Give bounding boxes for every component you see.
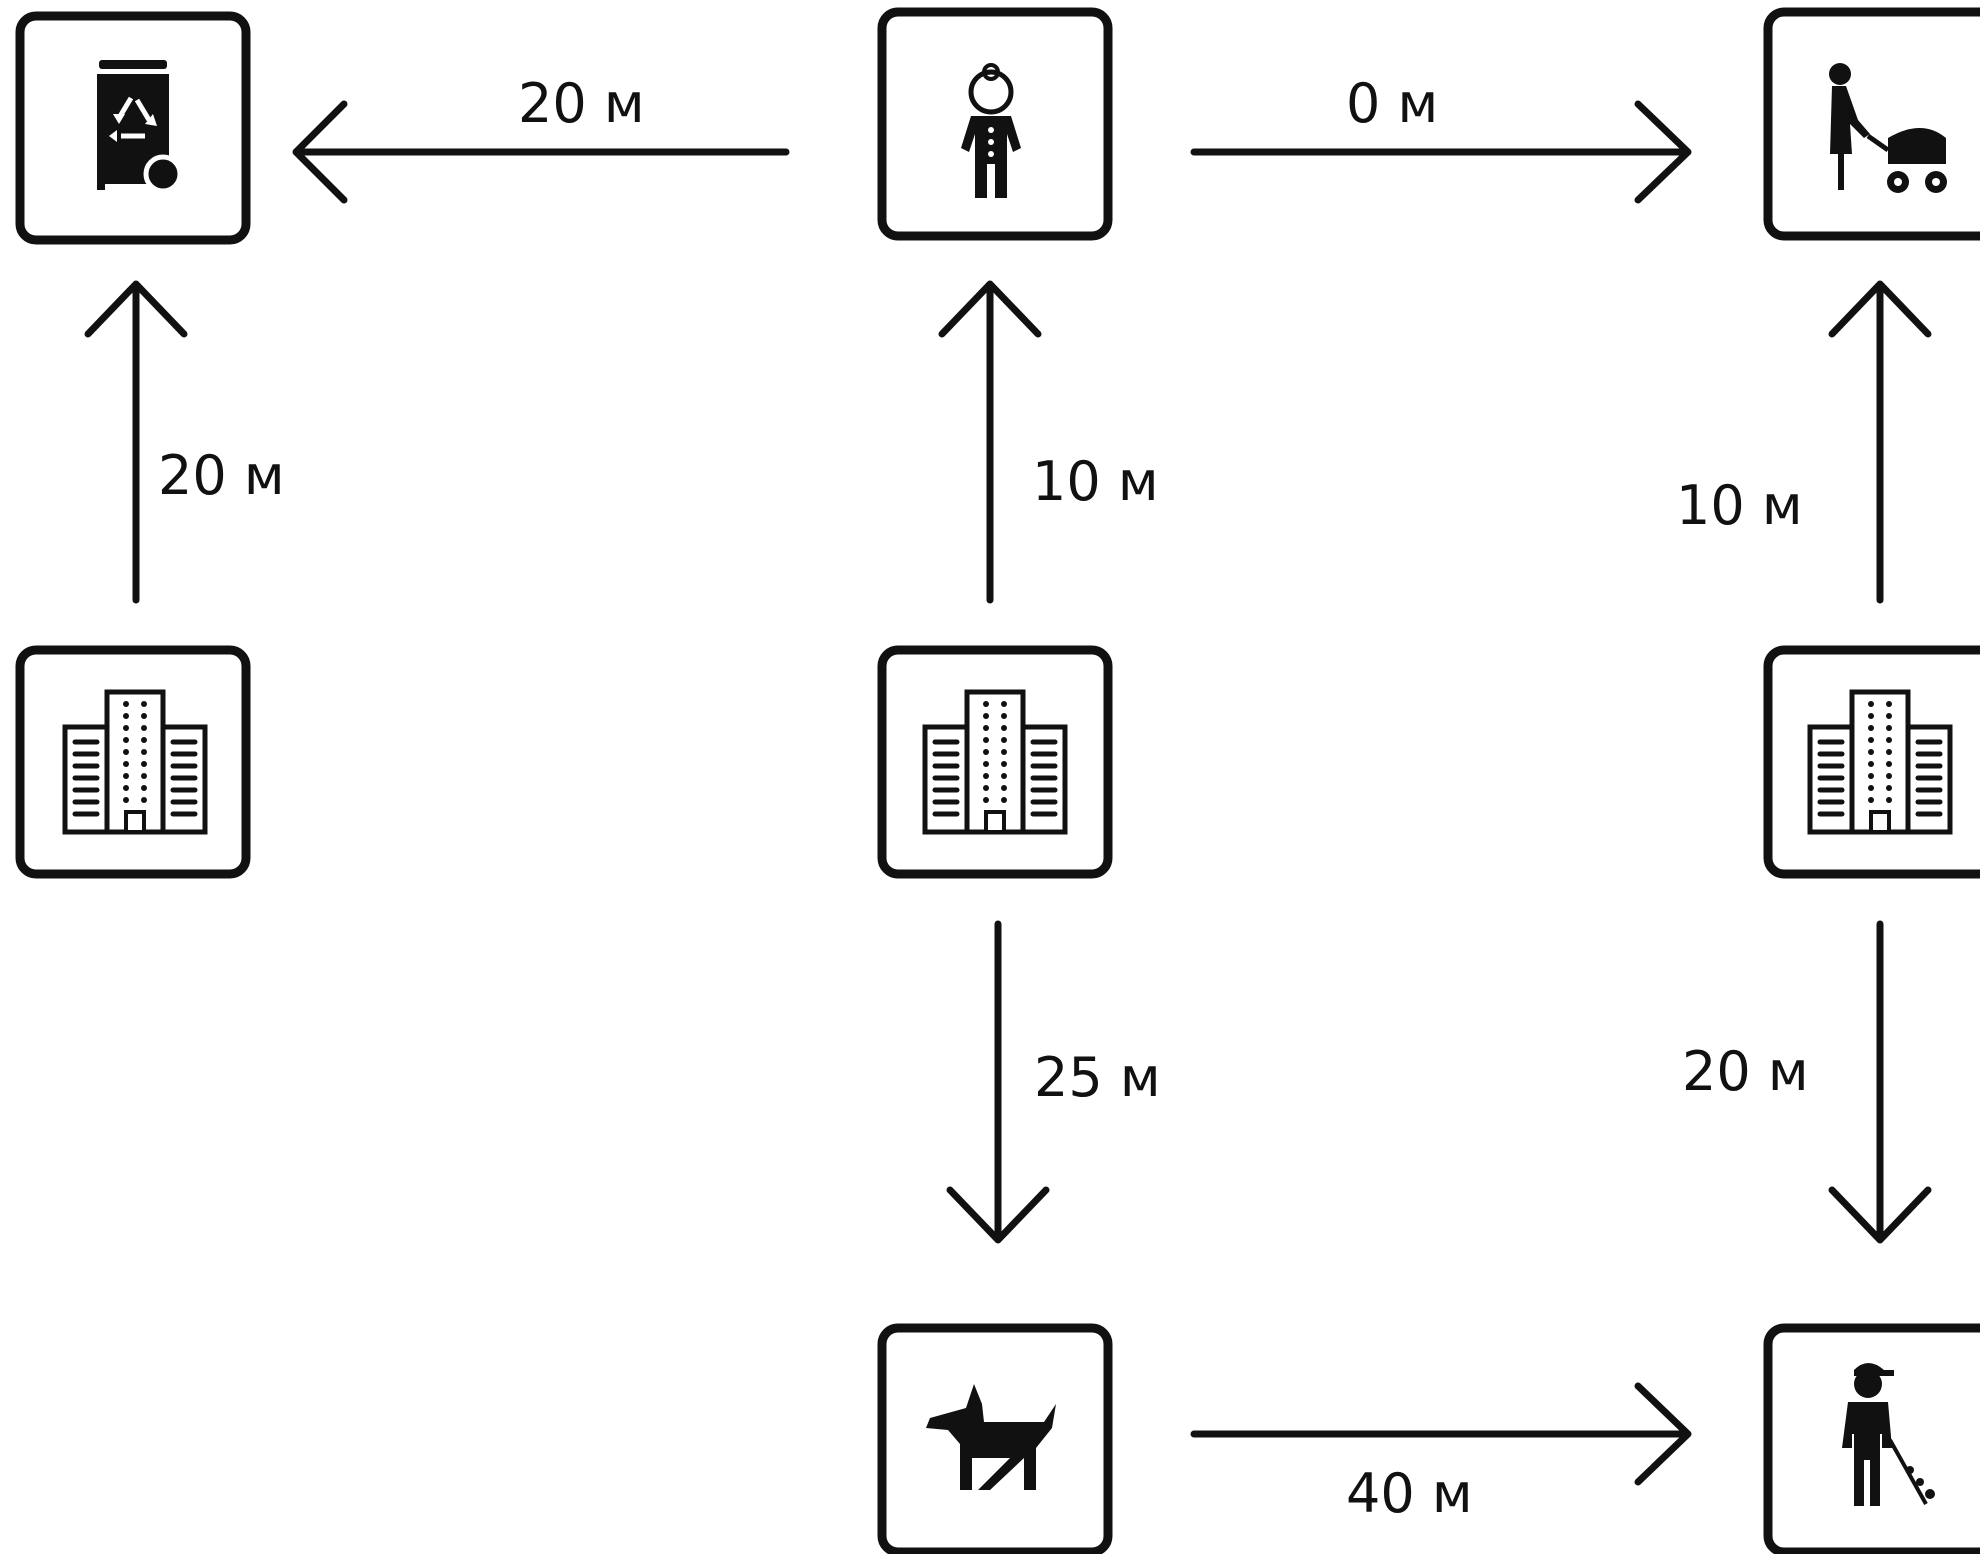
distance-label: 40 м [1346, 1462, 1473, 1525]
arrow-building-left-to-recycling [84, 280, 188, 604]
distance-label: 10 м [1032, 450, 1159, 513]
arrow-building-center-to-baby [938, 280, 1042, 604]
node-building-right [1763, 645, 1980, 879]
dog-icon [926, 1384, 1056, 1490]
node-baby [877, 7, 1113, 241]
baby-icon [961, 63, 1021, 198]
distance-label: 20 м [1682, 1040, 1809, 1103]
child-with-scooter-icon [1842, 1363, 1935, 1506]
arrow-baby-to-stroller [1190, 100, 1692, 204]
arrow-dog-to-child [1190, 1382, 1692, 1486]
arrow-building-center-to-dog [946, 920, 1050, 1244]
arrow-baby-to-recycling [292, 100, 790, 204]
arrow-building-right-to-child [1828, 920, 1932, 1244]
distance-label: 20 м [518, 72, 645, 135]
node-building-center [877, 645, 1113, 879]
distance-label: 25 м [1034, 1046, 1161, 1109]
arrow-building-right-to-stroller [1828, 280, 1932, 604]
distance-label: 10 м [1676, 474, 1803, 537]
woman-with-stroller-icon [1829, 63, 1947, 193]
distance-label: 20 м [158, 444, 285, 507]
node-recycling-bin [15, 11, 251, 245]
distance-label: 0 м [1346, 72, 1438, 135]
node-building-left [15, 645, 251, 879]
recycling-bin-icon [97, 60, 183, 194]
node-stroller [1763, 7, 1980, 241]
node-dog [877, 1323, 1113, 1554]
node-child-with-scooter [1763, 1323, 1980, 1554]
